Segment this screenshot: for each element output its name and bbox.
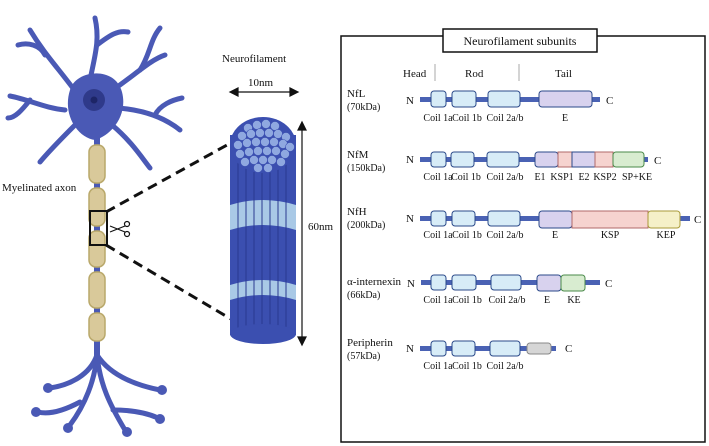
zoom-lines — [105, 138, 237, 324]
protein-peripherin: Peripherin (57kDa) N C Coil 1a Coil 1b C… — [347, 337, 572, 372]
coil-2ab — [486, 151, 520, 168]
protein-alpha-internexin: α-internexin (66kDa) N C Coil 1a Coil 1b… — [347, 274, 612, 306]
length-arrow — [297, 120, 307, 347]
tail — [526, 342, 552, 355]
protein-name: NfL — [347, 88, 366, 100]
tail-ke — [560, 274, 586, 292]
n-terminus: N — [406, 343, 414, 355]
c-terminus: C — [694, 214, 701, 226]
protein-mass: (66kDa) — [347, 290, 380, 301]
domain-header-rod: Rod — [465, 68, 484, 80]
coil-1b — [450, 151, 475, 168]
domain-header-tail: Tail — [555, 68, 572, 80]
coil-1a — [430, 274, 447, 291]
coil-2ab — [490, 274, 522, 291]
label-coil-1a: Coil 1a — [423, 295, 453, 306]
n-terminus: N — [406, 154, 414, 166]
subunits-title: Neurofilament subunits — [464, 34, 577, 48]
subunits-title-box — [442, 28, 598, 53]
label-coil-1b: Coil 1b — [452, 230, 482, 241]
scissors-icon — [109, 220, 131, 238]
label-coil-1a: Coil 1a — [423, 361, 453, 372]
label-coil-1b: Coil 1b — [452, 361, 482, 372]
c-terminus: C — [565, 343, 572, 355]
tail-ksp — [571, 210, 649, 229]
label-sp-ke: SP+KE — [622, 172, 652, 183]
label-coil-1b: Coil 1b — [451, 172, 481, 183]
label-coil-1a: Coil 1a — [423, 172, 453, 183]
coil-1a — [430, 210, 447, 227]
tail-ksp1 — [557, 151, 573, 168]
neurofilament-cylinder — [230, 117, 296, 344]
protein-nfl: NfL (70kDa) N C Coil 1a Coil 1b Coil 2a/… — [347, 88, 613, 124]
label-e: E — [544, 295, 550, 306]
label-coil-2ab: Coil 2a/b — [487, 113, 524, 124]
protein-nfh: NfH (200kDa) N C Coil 1a Coil 1b Coil 2a… — [347, 206, 701, 241]
coil-1b — [451, 274, 477, 291]
c-terminus: C — [605, 278, 612, 290]
label-coil-2ab: Coil 2a/b — [489, 295, 526, 306]
coil-1b — [451, 210, 476, 227]
tail-e2 — [571, 151, 596, 168]
label-ke: KE — [567, 295, 580, 306]
label-coil-2ab: Coil 2a/b — [487, 361, 524, 372]
domain-header-head: Head — [403, 68, 427, 80]
protein-name: NfM — [347, 149, 369, 161]
label-ksp: KSP — [601, 230, 620, 241]
tail-ksp2 — [594, 151, 614, 168]
n-terminus: N — [406, 95, 414, 107]
neuron — [5, 15, 185, 437]
label-kep: KEP — [657, 230, 676, 241]
protein-name: Peripherin — [347, 337, 393, 349]
coil-1a — [430, 90, 447, 108]
tail-kep — [647, 210, 681, 229]
coil-1a — [430, 151, 447, 168]
protein-mass: (150kDa) — [347, 163, 385, 174]
width-label: 10nm — [248, 77, 274, 89]
label-e: E — [562, 113, 568, 124]
protein-name: NfH — [347, 206, 367, 218]
label-coil-1b: Coil 1b — [452, 295, 482, 306]
coil-1a — [430, 340, 447, 357]
c-terminus: C — [606, 95, 613, 107]
label-e1: E1 — [534, 172, 545, 183]
protein-name: α-internexin — [347, 276, 402, 288]
width-arrow — [228, 87, 300, 97]
tail-sp-ke — [612, 151, 645, 168]
label-ksp2: KSP2 — [593, 172, 616, 183]
backbone — [420, 346, 556, 351]
protein-mass: (57kDa) — [347, 351, 380, 362]
coil-1b — [451, 340, 476, 357]
label-coil-1a: Coil 1a — [423, 230, 453, 241]
coil-2ab — [487, 90, 521, 108]
c-terminus: C — [654, 155, 661, 167]
tail-e — [538, 90, 593, 108]
protein-mass: (200kDa) — [347, 220, 385, 231]
label-coil-2ab: Coil 2a/b — [487, 172, 524, 183]
label-e: E — [552, 230, 558, 241]
label-coil-1b: Coil 1b — [452, 113, 482, 124]
myelinated-axon-label: Myelinated axon — [2, 182, 77, 194]
zoom-box — [89, 210, 108, 246]
coil-2ab — [489, 340, 521, 357]
label-coil-1a: Coil 1a — [423, 113, 453, 124]
tail-e1 — [534, 151, 559, 168]
tail-e — [536, 274, 562, 292]
label-ksp1: KSP1 — [550, 172, 573, 183]
protein-mass: (70kDa) — [347, 102, 380, 113]
coil-1b — [451, 90, 477, 108]
domain-headers: Head Rod Tail — [403, 64, 572, 81]
length-label: 60nm — [308, 221, 334, 233]
label-coil-2ab: Coil 2a/b — [487, 230, 524, 241]
protein-nfm: NfM (150kDa) N C Coil 1a Coil 1b Coil 2a… — [347, 149, 661, 183]
backbone — [420, 157, 648, 162]
coil-2ab — [487, 210, 521, 227]
tail-e — [538, 210, 573, 229]
n-terminus: N — [407, 278, 415, 290]
label-e2: E2 — [578, 172, 589, 183]
neurofilament-label: Neurofilament — [222, 53, 286, 65]
n-terminus: N — [406, 213, 414, 225]
